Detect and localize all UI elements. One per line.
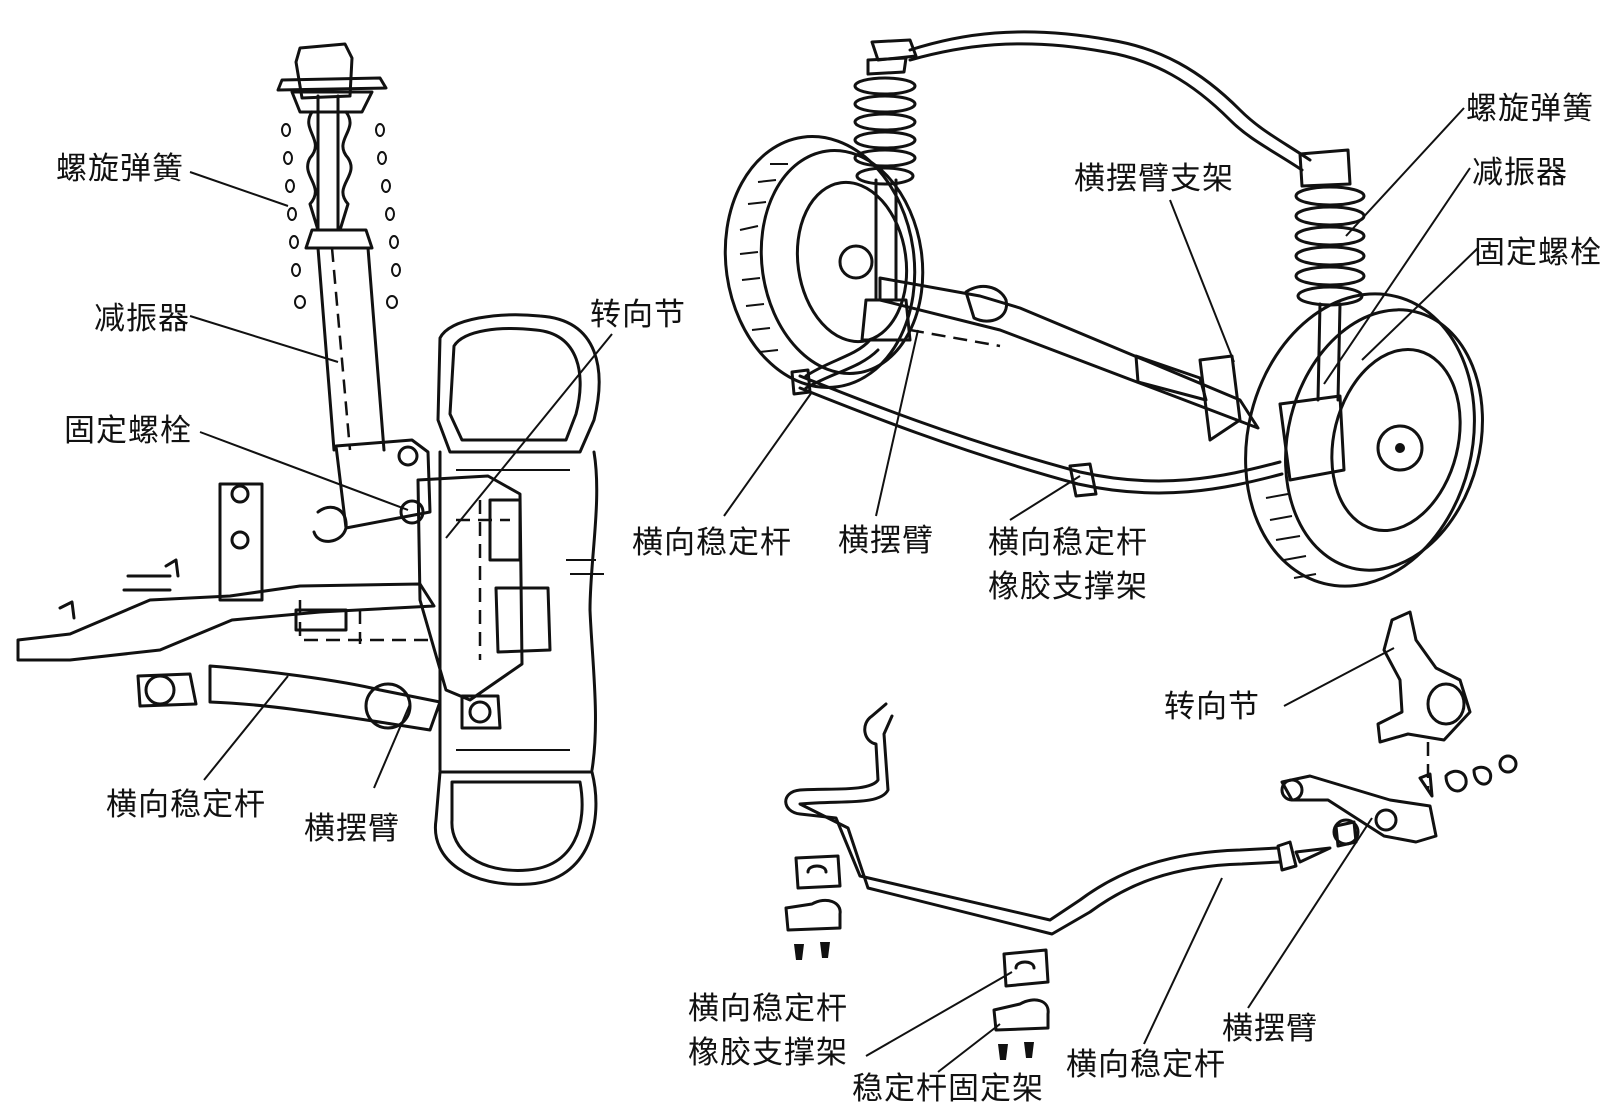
label-tr-stabilizer-bar: 横向稳定杆 [632, 525, 792, 561]
label-br-steering-knuckle: 转向节 [1164, 689, 1260, 725]
label-tr-fixing-bolt: 固定螺栓 [1474, 235, 1602, 271]
label-tr-bushing-line2: 橡胶支撑架 [988, 569, 1148, 605]
left-leaders [189, 171, 613, 789]
top-right-stabilizer-bar [790, 30, 1312, 498]
exploded-control-arm [1280, 754, 1518, 848]
exploded-stabilizer-bar [784, 702, 1332, 936]
label-left-shock-absorber: 减振器 [94, 301, 190, 337]
top-right-leaders [723, 107, 1479, 521]
label-tr-bushing-line1: 横向稳定杆 [988, 525, 1148, 561]
exploded-bushings [784, 854, 1050, 1060]
label-left-steering-knuckle: 转向节 [590, 297, 686, 333]
top-right-axle [878, 276, 1260, 442]
label-br-bushing-line2: 橡胶支撑架 [688, 1035, 848, 1071]
label-br-control-arm: 横摆臂 [1222, 1011, 1318, 1047]
bottom-right-leaders [865, 647, 1395, 1073]
top-right-right-wheel [1244, 292, 1484, 588]
exploded-knuckle [1376, 610, 1472, 790]
label-br-bushing-line1: 横向稳定杆 [688, 991, 848, 1027]
label-tr-coil-spring: 螺旋弹簧 [1466, 91, 1594, 127]
label-tr-control-arm-bracket: 横摆臂支架 [1074, 161, 1234, 197]
label-br-stabilizer-bar: 横向稳定杆 [1066, 1047, 1226, 1083]
label-tr-shock-absorber: 减振器 [1472, 155, 1568, 191]
label-left-stabilizer-bar: 横向稳定杆 [106, 787, 266, 823]
left-strut-assembly [276, 42, 432, 543]
label-left-control-arm: 横摆臂 [304, 811, 400, 847]
label-left-coil-spring: 螺旋弹簧 [56, 151, 184, 187]
top-right-right-strut [1294, 148, 1366, 402]
label-left-fixing-bolt: 固定螺栓 [64, 413, 192, 449]
left-knuckle [416, 474, 552, 730]
label-br-bar-clamp: 稳定杆固定架 [852, 1071, 1044, 1107]
label-tr-control-arm: 横摆臂 [838, 523, 934, 559]
left-wheel [433, 313, 604, 886]
top-right-left-strut [853, 38, 918, 342]
